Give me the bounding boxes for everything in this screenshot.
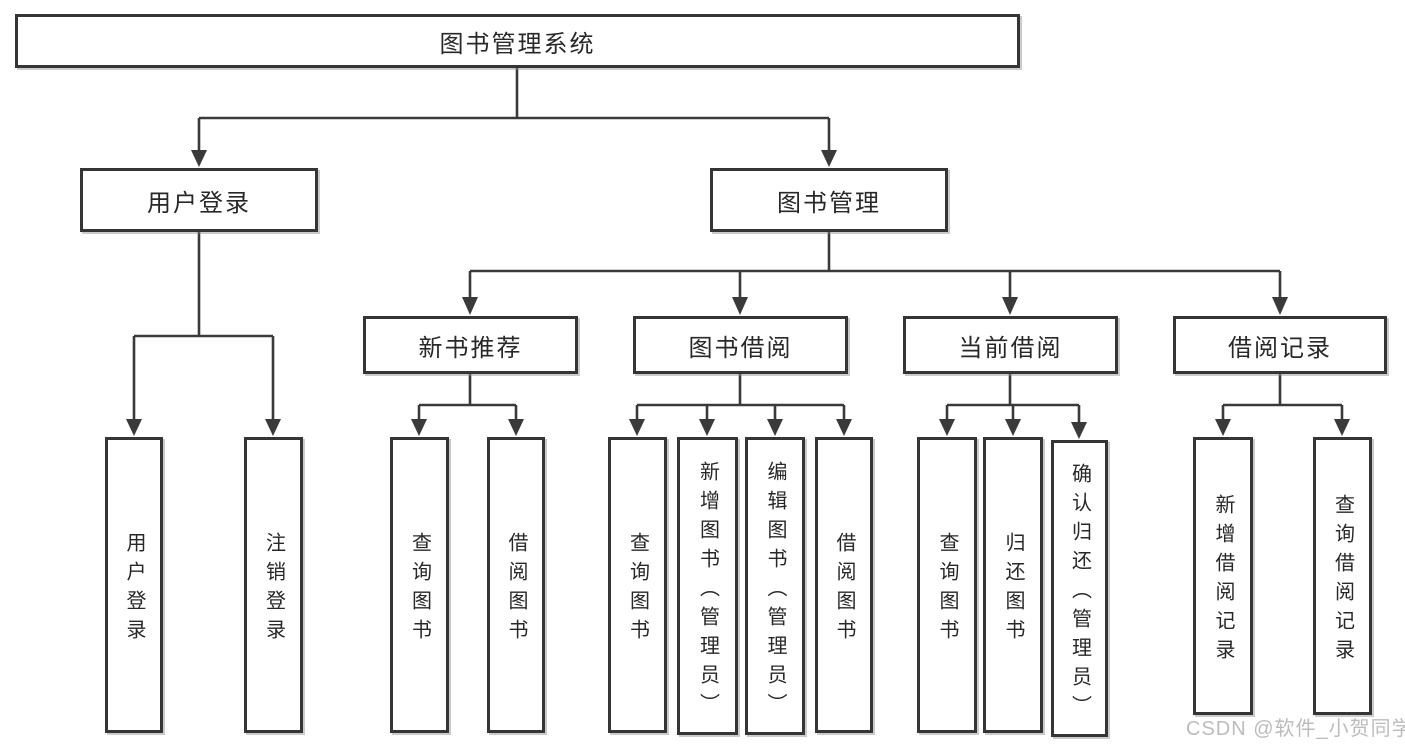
- csdn-watermark: CSDN @软件_小贺同学: [1186, 718, 1405, 740]
- leaf-edit-books-admin: 编辑图书（管理员）: [745, 437, 805, 735]
- node-label: 图书借阅: [688, 334, 793, 362]
- node-new-book-recommend: 新书推荐: [363, 316, 578, 374]
- leaf-confirm-return-admin: 确认归还（管理员）: [1051, 440, 1108, 737]
- node-label: 编辑图书（管理员）: [764, 460, 786, 722]
- node-label: 借阅记录: [1228, 334, 1332, 362]
- node-label: 新增图书（管理员）: [696, 460, 719, 722]
- node-label: 查询借阅记录: [1331, 494, 1354, 668]
- node-label: 借阅图书: [833, 532, 855, 648]
- branch-new-book-recommend: [411, 374, 524, 436]
- node-label: 借阅图书: [505, 532, 527, 648]
- node-user-login: 用户登录: [80, 168, 318, 232]
- node-label: 归还图书: [1002, 532, 1024, 648]
- node-label: 新增借阅记录: [1212, 494, 1234, 668]
- node-borrow-records: 借阅记录: [1173, 316, 1387, 374]
- node-label: 图书管理系统: [439, 30, 596, 58]
- node-label: 确认归还（管理员）: [1068, 463, 1091, 724]
- leaf-recommend-query-books: 查询图书: [390, 437, 449, 733]
- leaf-logout-login: 注销登录: [244, 437, 303, 733]
- node-book-management: 图书管理: [710, 168, 948, 232]
- leaf-add-borrow-record: 新增借阅记录: [1193, 437, 1253, 715]
- branch-borrow-records: [1215, 374, 1350, 436]
- node-label: 用户登录: [123, 532, 145, 648]
- leaf-recommend-borrow-books: 借阅图书: [487, 437, 545, 733]
- node-label: 新书推荐: [418, 334, 523, 362]
- leaf-current-query-books: 查询图书: [917, 437, 977, 733]
- leaf-add-books-admin: 新增图书（管理员）: [677, 437, 738, 735]
- node-current-borrow: 当前借阅: [903, 316, 1118, 374]
- branch-root: [191, 68, 837, 167]
- leaf-user-login: 用户登录: [105, 437, 163, 733]
- branch-book-management: [462, 232, 1288, 315]
- leaf-return-books: 归还图书: [983, 437, 1043, 733]
- branch-user-login: [126, 232, 281, 436]
- leaf-borrow-query-books: 查询图书: [608, 437, 667, 733]
- branch-book-borrow: [629, 374, 852, 436]
- node-label: 注销登录: [262, 532, 285, 648]
- node-book-borrow: 图书借阅: [633, 316, 848, 374]
- node-label: 当前借阅: [958, 334, 1063, 362]
- leaf-borrow-books: 借阅图书: [815, 437, 873, 733]
- node-label: 用户登录: [147, 189, 251, 217]
- leaf-query-borrow-record: 查询借阅记录: [1313, 437, 1372, 715]
- node-library-management-system: 图书管理系统: [15, 14, 1020, 68]
- branch-current-borrow: [939, 374, 1087, 439]
- node-label: 图书管理: [777, 189, 881, 217]
- node-label: 查询图书: [626, 532, 649, 648]
- node-label: 查询图书: [408, 532, 431, 648]
- node-label: 查询图书: [936, 532, 958, 648]
